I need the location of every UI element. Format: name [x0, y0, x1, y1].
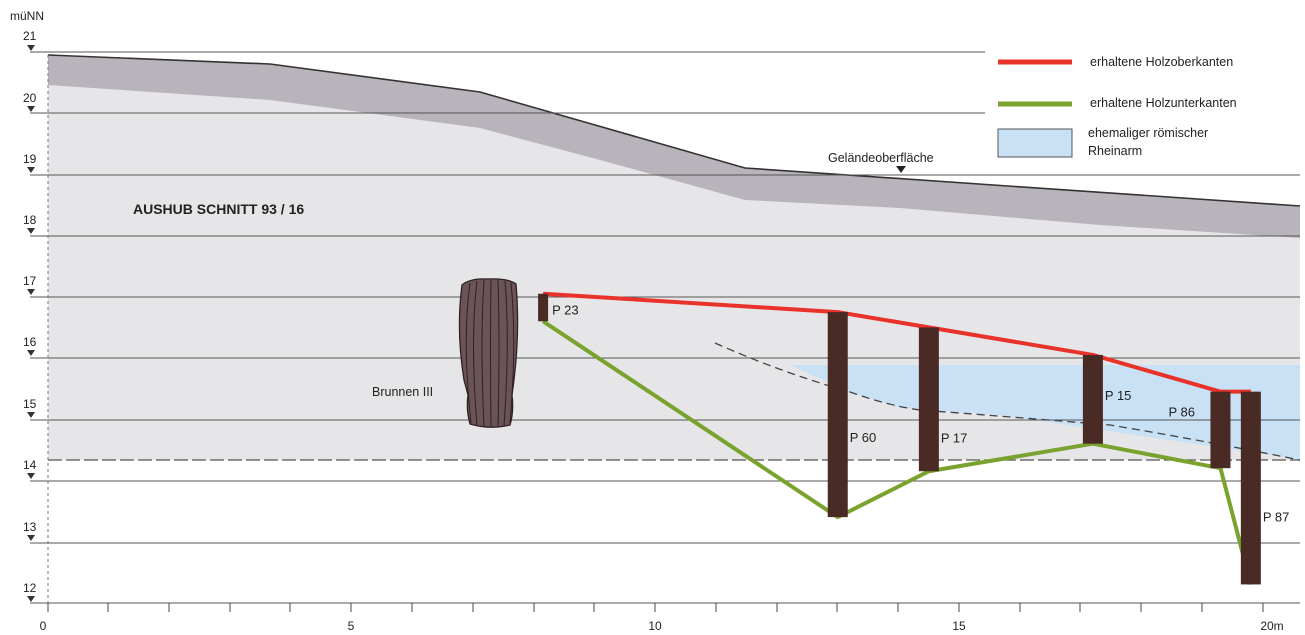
- x-tick-label: 10: [648, 619, 662, 633]
- y-tick-label: 19: [23, 152, 37, 166]
- well-label: Brunnen III: [372, 385, 433, 399]
- excavation-area: [48, 55, 1300, 460]
- legend-upper-label: erhaltene Holzoberkanten: [1090, 55, 1233, 69]
- posts-layer: P 23 P 60 P 17 P 15 P 86 P 87: [538, 293, 1290, 585]
- y-tick-label: 18: [23, 213, 37, 227]
- legend: erhaltene Holzoberkanten erhaltene Holzu…: [997, 55, 1237, 158]
- post-p23: [538, 293, 549, 322]
- y-axis-unit: müNN: [10, 9, 44, 23]
- y-tick-markers: [27, 45, 35, 602]
- post-label: P 60: [850, 430, 877, 445]
- post-label: P 15: [1105, 388, 1132, 403]
- post-label: P 86: [1168, 405, 1195, 420]
- y-tick-label: 12: [23, 581, 37, 595]
- x-tick-label: 5: [348, 619, 355, 633]
- post-p17: [918, 327, 939, 472]
- terrain-surface-label: Geländeoberfläche: [828, 151, 934, 165]
- x-tick-label: 0: [40, 619, 47, 633]
- terrain-top-band: [48, 55, 1300, 238]
- y-tick-label: 21: [23, 29, 37, 43]
- terrain-marker-icon: [896, 166, 906, 173]
- y-axis-labels: 21 20 19 18 17 16 15 14 13 12: [23, 29, 37, 595]
- x-axis-labels: 0 5 10 15 20m: [40, 619, 1284, 633]
- excavation-label: AUSHUB SCHNITT 93 / 16: [133, 201, 304, 217]
- post-p87: [1240, 391, 1261, 585]
- post-p15: [1082, 354, 1103, 444]
- legend-river-label: ehemaliger römischer Rheinarm: [1088, 126, 1209, 158]
- post-p60: [827, 312, 848, 518]
- x-axis-end-label: 20m: [1260, 619, 1283, 633]
- lower-edge-line: [542, 319, 1253, 585]
- y-tick-label: 16: [23, 335, 37, 349]
- post-label: P 87: [1263, 510, 1290, 525]
- post-label: P 17: [941, 430, 968, 445]
- post-p86: [1210, 391, 1231, 469]
- well-barrel: [458, 278, 519, 428]
- legend-river-swatch: [997, 128, 1073, 158]
- legend-lower-label: erhaltene Holzunterkanten: [1090, 96, 1237, 110]
- y-tick-label: 20: [23, 91, 37, 105]
- y-tick-label: 13: [23, 520, 37, 534]
- x-axis-ticks: [47, 603, 1264, 612]
- post-label: P 23: [552, 303, 579, 318]
- terrain-surface-line: [47, 54, 1301, 207]
- y-tick-label: 14: [23, 458, 37, 472]
- y-tick-label: 15: [23, 397, 37, 411]
- x-tick-label: 15: [952, 619, 966, 633]
- y-tick-label: 17: [23, 274, 37, 288]
